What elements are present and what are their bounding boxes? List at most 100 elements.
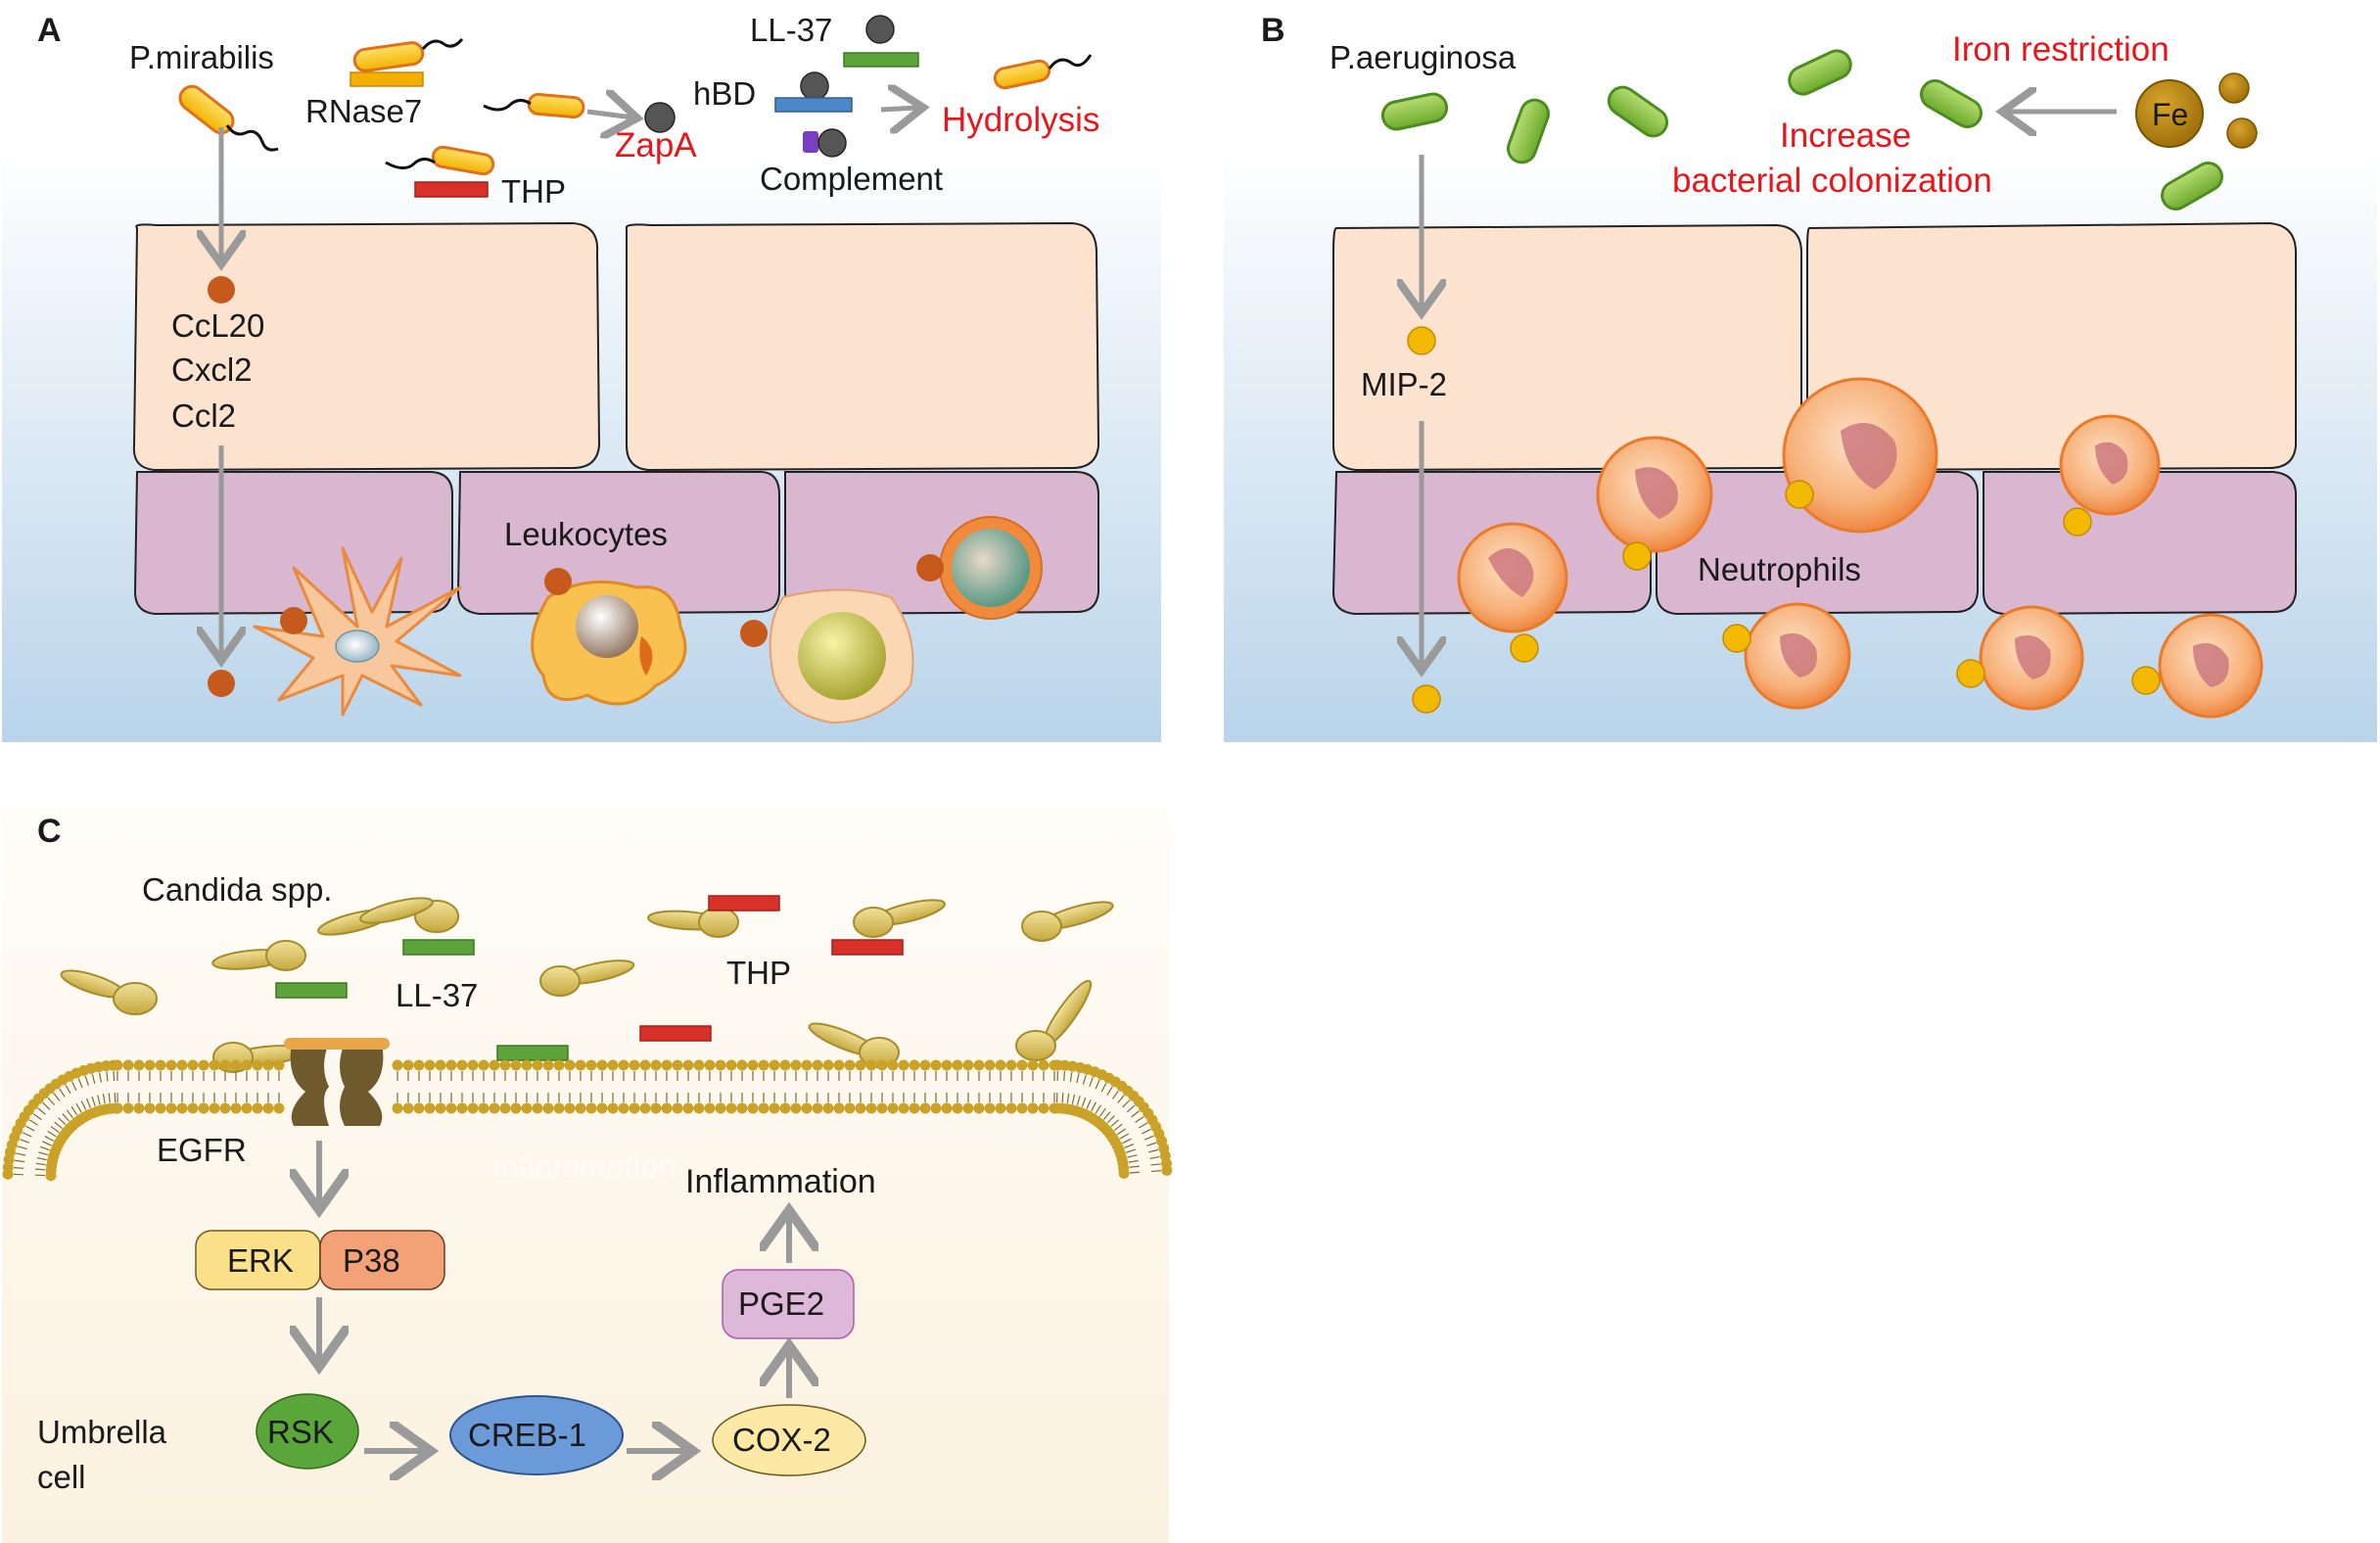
lipid-head bbox=[144, 1059, 156, 1071]
lipid-tail bbox=[106, 1071, 109, 1082]
hydrolysis-label: Hydrolysis bbox=[942, 101, 1099, 139]
lipid-tail bbox=[35, 1162, 46, 1166]
inflammation-label: Inflammation bbox=[685, 1163, 876, 1200]
rsk-node bbox=[256, 1393, 359, 1470]
lipid-head bbox=[855, 1102, 866, 1114]
thp-bar bbox=[414, 181, 489, 198]
hbd-label: hBD bbox=[693, 75, 756, 112]
lipid-tail bbox=[50, 1126, 60, 1133]
lipid-tail bbox=[1148, 1148, 1158, 1153]
lipid-head bbox=[650, 1059, 662, 1071]
lipid-head bbox=[489, 1059, 500, 1071]
thp-label-c: THP bbox=[726, 955, 791, 991]
lipid-tail bbox=[1066, 1093, 1070, 1103]
lipid-tail bbox=[102, 1094, 106, 1104]
chemokine-dot bbox=[740, 620, 768, 647]
lipid-tail bbox=[77, 1078, 83, 1089]
lipid-tail bbox=[91, 1096, 96, 1106]
lipid-head bbox=[865, 1102, 877, 1114]
ll37-label-a: LL-37 bbox=[750, 12, 832, 48]
lipid-head bbox=[747, 1102, 759, 1114]
ll37-ligand-icon bbox=[865, 15, 895, 44]
lipid-head bbox=[704, 1059, 716, 1071]
basal-cell bbox=[1983, 471, 2297, 616]
lipid-head bbox=[241, 1059, 253, 1071]
lipid-tail bbox=[1119, 1133, 1130, 1140]
lipid-tail bbox=[42, 1101, 51, 1110]
neutrophil bbox=[1596, 436, 1713, 571]
rsk-label: RSK bbox=[267, 1414, 334, 1450]
lipid-head bbox=[553, 1102, 565, 1114]
chemokine-dot bbox=[208, 276, 235, 304]
lipid-head bbox=[510, 1059, 522, 1071]
neutrophils-label: Neutrophils bbox=[1698, 551, 1861, 587]
lipid-head bbox=[1038, 1059, 1050, 1071]
lipid-head bbox=[564, 1102, 576, 1114]
lipid-head bbox=[962, 1059, 974, 1071]
lipid-tail bbox=[1100, 1083, 1107, 1093]
iron-particle-icon bbox=[2226, 117, 2258, 149]
basal-cell bbox=[133, 471, 453, 616]
fe-label: Fe bbox=[2152, 97, 2188, 132]
lipid-tail bbox=[62, 1113, 70, 1122]
lipid-tail bbox=[1063, 1071, 1065, 1082]
lipid-head bbox=[532, 1102, 543, 1114]
lipid-tail bbox=[1111, 1090, 1119, 1099]
lipid-tail bbox=[1135, 1116, 1144, 1123]
lipid-head bbox=[456, 1102, 468, 1114]
erk-label: ERK bbox=[227, 1242, 294, 1279]
lipid-tail bbox=[114, 1093, 117, 1103]
lipid-head bbox=[973, 1102, 985, 1114]
lipid-head bbox=[639, 1059, 651, 1071]
panel-b-letter: B bbox=[1261, 12, 1285, 49]
lipid-tail bbox=[1129, 1171, 1141, 1174]
lipid-head bbox=[402, 1102, 414, 1114]
lipid-tail bbox=[35, 1168, 46, 1171]
lipid-head bbox=[209, 1059, 220, 1071]
lipid-tail bbox=[28, 1119, 38, 1126]
lipid-head bbox=[1161, 1164, 1173, 1176]
lipid-head bbox=[1016, 1102, 1028, 1114]
lipid-head bbox=[876, 1059, 888, 1071]
chemokine-ccl2: Ccl2 bbox=[171, 397, 236, 434]
neutrophil bbox=[2131, 613, 2263, 719]
lipid-head bbox=[144, 1102, 156, 1114]
lipid-head bbox=[607, 1059, 619, 1071]
lipid-head bbox=[650, 1102, 662, 1114]
lipid-head bbox=[413, 1102, 425, 1114]
lipid-tail bbox=[1106, 1086, 1113, 1096]
lipid-head bbox=[230, 1102, 242, 1114]
complement-label: Complement bbox=[760, 161, 943, 197]
p-aeruginosa-bacteria bbox=[1380, 49, 2223, 210]
pge2-label: PGE2 bbox=[738, 1286, 824, 1322]
lipid-tail bbox=[1127, 1154, 1138, 1158]
lipid-head bbox=[542, 1059, 554, 1071]
mip2-dot bbox=[1407, 326, 1436, 355]
lipid-tail bbox=[75, 1102, 82, 1113]
lipid-tail bbox=[1138, 1122, 1148, 1129]
lipid-tail bbox=[1076, 1096, 1081, 1106]
lipid-tail bbox=[14, 1167, 24, 1169]
p38-label: P38 bbox=[343, 1242, 400, 1279]
candida-yeast bbox=[211, 940, 306, 971]
lipid-tail bbox=[1099, 1107, 1106, 1117]
macrophage-cell bbox=[531, 568, 687, 706]
mip2-dot bbox=[1412, 684, 1441, 714]
p-mirabilis-bacterium bbox=[178, 84, 279, 152]
lipid-head bbox=[769, 1059, 780, 1071]
lipid-head bbox=[176, 1102, 188, 1114]
neutrophil bbox=[2059, 414, 2161, 537]
lipid-tail bbox=[16, 1152, 26, 1156]
lipid-head bbox=[424, 1059, 436, 1071]
lipid-head bbox=[252, 1059, 263, 1071]
lipid-head bbox=[822, 1102, 834, 1114]
leukocytes-label: Leukocytes bbox=[504, 516, 668, 552]
iron-fe-icon bbox=[2135, 79, 2204, 148]
panel-b: B P.aeruginosa Iron restriction Fe Incre… bbox=[1224, 2, 2377, 742]
lipid-head bbox=[984, 1102, 996, 1114]
lipid-head bbox=[919, 1059, 931, 1071]
lipid-tail bbox=[1089, 1077, 1094, 1087]
lipid-head bbox=[1016, 1059, 1028, 1071]
lipid-head bbox=[241, 1102, 253, 1114]
lipid-head bbox=[122, 1102, 134, 1114]
